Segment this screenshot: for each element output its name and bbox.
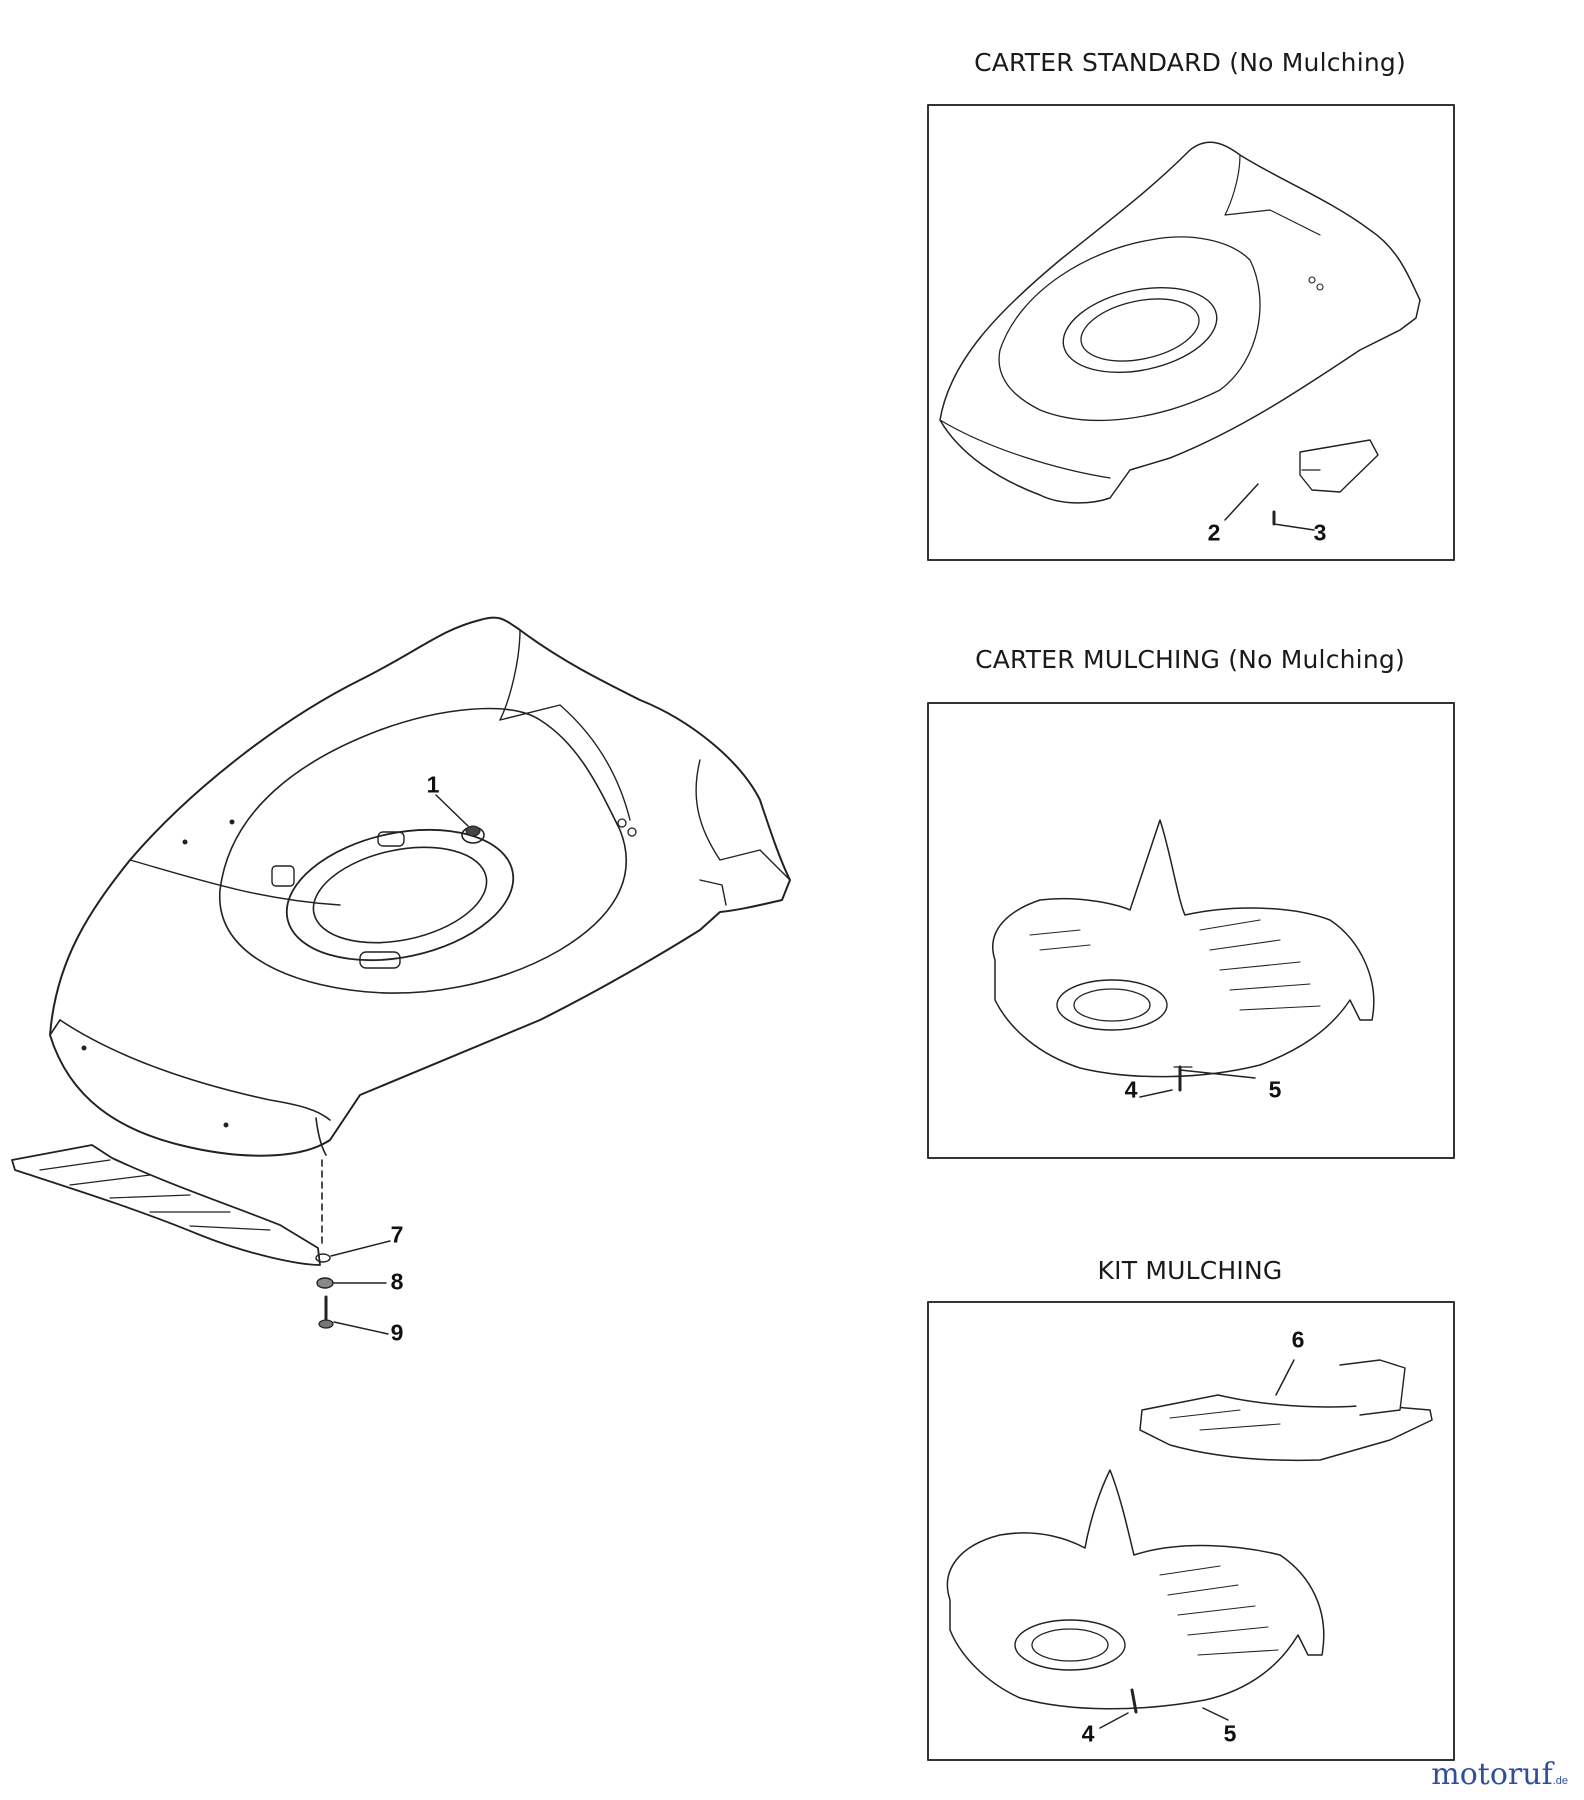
callout-4-kit: 4 — [1081, 1720, 1095, 1747]
callout-9: 9 — [390, 1319, 404, 1346]
callout-5-kit: 5 — [1223, 1720, 1237, 1747]
kit-mulching-parts — [946, 1359, 1433, 1729]
panel-title-kit: KIT MULCHING — [1097, 1256, 1283, 1285]
callout-8: 8 — [390, 1268, 404, 1295]
panel-title-standard: CARTER STANDARD (No Mulching) — [974, 48, 1406, 77]
callout-6: 6 — [1291, 1326, 1305, 1353]
panel-title-mulching: CARTER MULCHING (No Mulching) — [975, 645, 1405, 674]
fasteners-7-8-9 — [315, 794, 469, 1335]
brand-watermark: motoruf.de — [1431, 1757, 1568, 1792]
callout-5-mulching: 5 — [1268, 1076, 1282, 1103]
callout-3: 3 — [1313, 519, 1327, 546]
main-mower-deck — [49, 616, 791, 1157]
brand-name: motoruf — [1431, 1757, 1553, 1792]
front-deflector-plate — [11, 1144, 323, 1266]
panel-frame-mulching — [927, 702, 1455, 1159]
callout-1: 1 — [426, 771, 440, 798]
panel-frame-kit — [927, 1301, 1455, 1761]
panel-frame-standard — [927, 104, 1455, 561]
callout-7: 7 — [390, 1221, 404, 1248]
callout-4-mulching: 4 — [1124, 1076, 1138, 1103]
brand-suffix: .de — [1552, 1775, 1568, 1787]
carter-standard-deck — [939, 141, 1421, 531]
mulching-insert — [992, 819, 1375, 1098]
callout-2: 2 — [1207, 519, 1221, 546]
